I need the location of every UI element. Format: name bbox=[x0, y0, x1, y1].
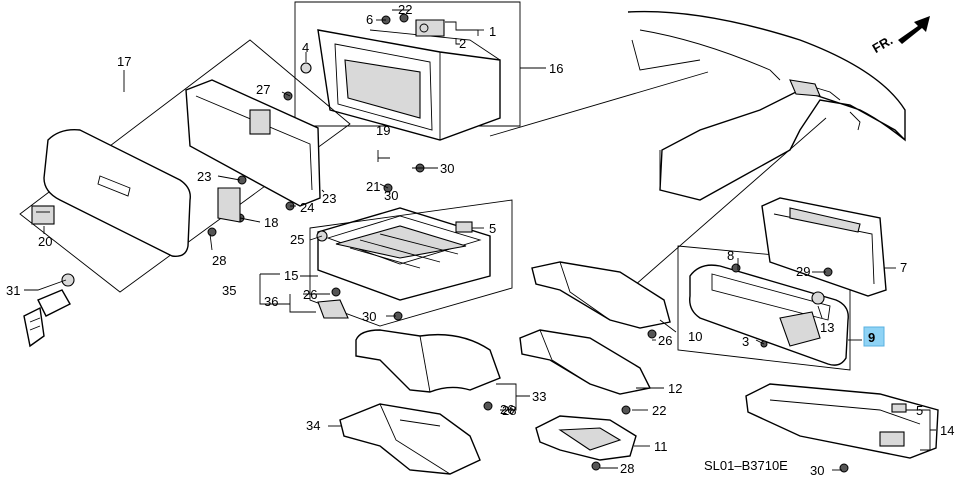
callout-26c: 26 bbox=[500, 402, 514, 417]
callout-26b: 26 bbox=[658, 333, 672, 348]
part-31-key-cylinder bbox=[23, 273, 75, 348]
callout-33: 33 bbox=[532, 389, 546, 404]
callout-19: 19 bbox=[376, 123, 390, 138]
leader-lines bbox=[24, 9, 936, 471]
callout-18: 18 bbox=[264, 215, 278, 230]
dashboard-outline bbox=[627, 10, 906, 201]
part-12-duct bbox=[519, 329, 652, 395]
part-35-duct bbox=[355, 329, 501, 393]
callout-28c: 28 bbox=[620, 461, 634, 476]
callout-35: 35 bbox=[222, 283, 236, 298]
callout-30c: 30 bbox=[362, 309, 376, 324]
part-20-lock-latch bbox=[31, 205, 55, 225]
front-direction-arrow: FR. bbox=[870, 16, 930, 56]
callout-3: 3 bbox=[742, 334, 749, 349]
callout-4: 4 bbox=[302, 40, 309, 55]
callout-24: 24 bbox=[300, 200, 314, 215]
callout-36: 36 bbox=[264, 294, 278, 309]
callout-21: 21 bbox=[366, 179, 380, 194]
part-16-glove-box-housing bbox=[317, 29, 501, 141]
callout-11: 11 bbox=[654, 439, 668, 454]
part-7-bracket bbox=[761, 197, 887, 297]
callout-7: 7 bbox=[900, 260, 907, 275]
callout-28b: 28 bbox=[502, 403, 516, 418]
callout-23b: 23 bbox=[322, 191, 336, 206]
callout-17: 17 bbox=[117, 54, 131, 69]
callout-28a: 28 bbox=[212, 253, 226, 268]
callout-20: 20 bbox=[38, 234, 52, 249]
callout-13: 13 bbox=[820, 320, 834, 335]
callout-9: 9 bbox=[868, 330, 875, 345]
callout-14: 14 bbox=[940, 423, 954, 438]
callout-30b: 30 bbox=[384, 188, 398, 203]
part-15-glove-box-tray bbox=[317, 207, 491, 301]
callout-5a: 5 bbox=[489, 221, 496, 236]
callout-8: 8 bbox=[727, 248, 734, 263]
direction-label: FR. bbox=[870, 32, 896, 55]
callout-6: 6 bbox=[366, 12, 373, 27]
callout-labels: 1 2 3 4 5 5 6 7 8 9 10 11 12 13 14 15 16… bbox=[6, 2, 954, 478]
callout-29: 29 bbox=[796, 264, 810, 279]
callout-2: 2 bbox=[459, 36, 466, 51]
callout-30d: 30 bbox=[810, 463, 824, 478]
part-34-duct bbox=[339, 403, 481, 475]
part-10-duct bbox=[531, 261, 671, 329]
callout-5b: 5 bbox=[916, 403, 923, 418]
callout-31: 31 bbox=[6, 283, 20, 298]
callout-34: 34 bbox=[306, 418, 320, 433]
highlighted-callout-box bbox=[863, 326, 885, 347]
callout-15: 15 bbox=[284, 268, 298, 283]
callout-22a: 22 bbox=[398, 2, 412, 17]
callout-30a: 30 bbox=[440, 161, 454, 176]
callout-23a: 23 bbox=[197, 169, 211, 184]
part-9-garnish bbox=[689, 264, 849, 366]
callout-12: 12 bbox=[668, 381, 682, 396]
callout-22b: 22 bbox=[652, 403, 666, 418]
callout-10: 10 bbox=[688, 329, 702, 344]
callout-25: 25 bbox=[290, 232, 304, 247]
part-14-panel bbox=[745, 383, 939, 459]
part-11-cover bbox=[535, 415, 637, 461]
callout-16: 16 bbox=[549, 61, 563, 76]
callout-27: 27 bbox=[256, 82, 270, 97]
callout-1: 1 bbox=[489, 24, 496, 39]
part-1-hinge bbox=[415, 19, 445, 37]
diagram-code: SL01–B3710E bbox=[704, 458, 788, 473]
part-17-glove-box-lid bbox=[43, 79, 321, 257]
callout-26a: 26 bbox=[303, 287, 317, 302]
